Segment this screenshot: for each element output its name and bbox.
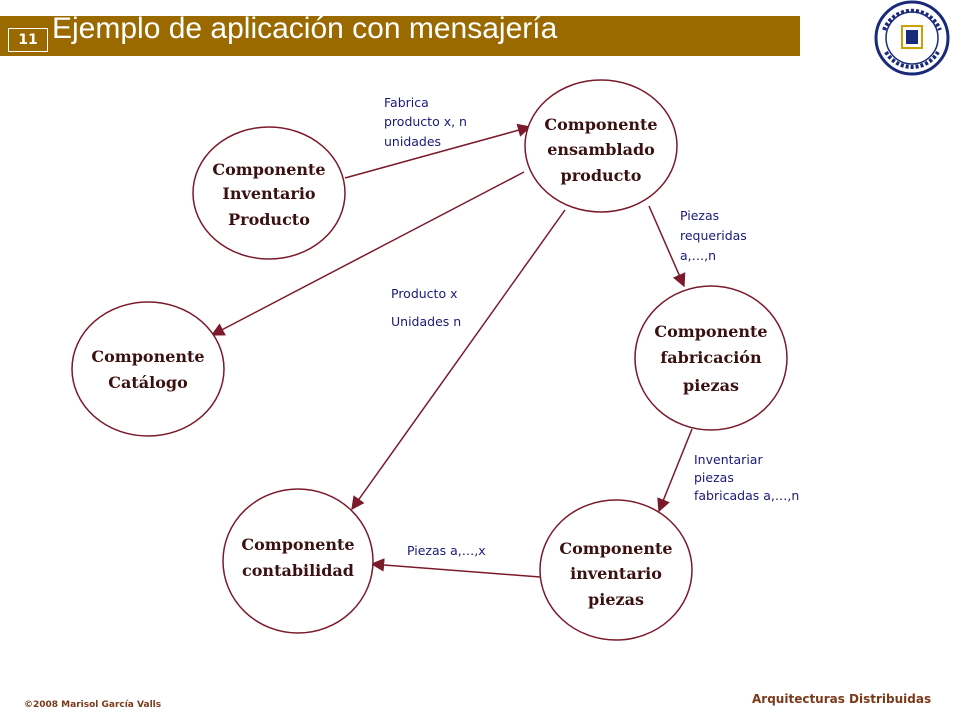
slide-number: 11 [8,28,48,52]
edge-label-line: Piezas [680,208,719,223]
node-label: Catálogo [108,373,188,392]
edge-label-line: Producto x [391,286,457,301]
node-label: Componente [654,322,767,341]
node-label: ensamblado [547,140,655,159]
node-label: Componente [544,115,657,134]
node-label: Componente [559,539,672,558]
node-label: Componente [241,535,354,554]
edge-label-piezas-requeridas: Piezas requeridas a,…,n [680,208,747,263]
edge-label-fabrica: Fabrica producto x, n unidades [384,95,467,149]
edge-label-inventariar: Inventariar piezas fabricadas a,…,n [694,452,799,503]
edge-inventario-piezas-to-contabilidad [370,558,541,578]
edge-fabricacion-to-inventario-piezas [657,428,693,513]
edge-ensamblado-to-contabilidad [351,209,566,511]
edge-ensamblado-to-catalogo [210,171,525,336]
node-label: piezas [588,590,644,609]
node-label: producto [561,166,642,185]
node-label: inventario [570,564,662,583]
edge-inventario-to-ensamblado [344,123,532,179]
node-inventario-producto: Componente Inventario Producto [192,126,346,260]
edge-label-piezas-ax: Piezas a,…,x [407,543,486,558]
edge-label-line: producto x, n [384,114,467,129]
university-seal-logo [874,0,950,76]
node-catalogo: Componente Catálogo [71,301,225,437]
edge-label-line: Inventariar [694,452,763,467]
node-label: fabricación [660,348,762,367]
edge-label-line: Unidades n [391,314,461,329]
node-label: Componente [212,160,325,179]
node-label: Producto [228,210,310,229]
node-contabilidad: Componente contabilidad [222,488,374,634]
footer-course: Arquitecturas Distribuidas [752,692,932,706]
edge-label-line: Piezas a,…,x [407,543,486,558]
node-fabricacion-piezas: Componente fabricación piezas [634,285,788,431]
node-ensamblado-producto: Componente ensamblado producto [524,79,678,213]
footer-copyright: ©2008 Marisol García Valls [24,700,162,710]
edge-label-line: unidades [384,134,441,149]
slide-title: Ejemplo de aplicación con mensajería [52,12,558,45]
node-label: contabilidad [242,561,354,580]
title-bar [0,16,800,56]
edge-label-line: a,…,n [680,248,716,263]
edge-label-line: Fabrica [384,95,429,110]
node-inventario-piezas: Componente inventario piezas [539,499,693,641]
edge-label-line: piezas [694,470,734,485]
node-label: Componente [91,347,204,366]
edge-label-producto-x: Producto x Unidades n [391,286,461,329]
edge-ensamblado-to-fabricacion [648,205,686,288]
node-label: piezas [683,376,739,395]
node-label: Inventario [222,184,315,203]
edge-label-line: fabricadas a,…,n [694,488,799,503]
edge-label-line: requeridas [680,228,747,243]
